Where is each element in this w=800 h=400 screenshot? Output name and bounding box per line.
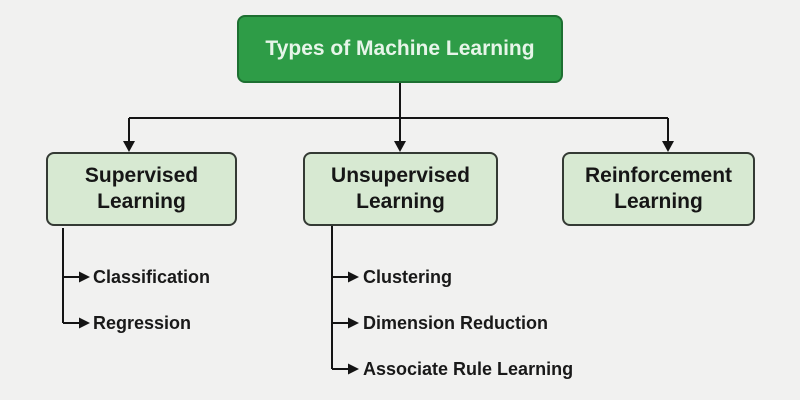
leaf-classification: Classification xyxy=(93,267,211,287)
arrowhead-right-associate-rule-learning xyxy=(348,363,359,375)
arrowhead-down-supervised xyxy=(123,141,135,152)
arrowhead-right-clustering xyxy=(348,271,359,283)
node-reinforcement-learning: Reinforcement Learning xyxy=(562,152,755,226)
node-reinforcement-learning-label: Reinforcement Learning xyxy=(584,164,733,213)
branch-arrowheads xyxy=(123,141,674,152)
unsupervised-subtree-lines xyxy=(331,226,348,370)
root-to-branches-rail xyxy=(128,83,669,144)
node-root: Types of Machine Learning xyxy=(237,15,563,83)
arrowhead-right-classification xyxy=(79,271,90,283)
arrowhead-right-regression xyxy=(79,317,90,329)
leaf-associate-rule-learning: Associate Rule Learning xyxy=(363,359,574,379)
node-supervised-learning: Supervised Learning xyxy=(46,152,237,226)
node-unsupervised-learning-label: Unsupervised Learning xyxy=(331,164,470,213)
node-unsupervised-learning: Unsupervised Learning xyxy=(303,152,498,226)
arrowhead-right-dimension-reduction xyxy=(348,317,359,329)
leaf-clustering: Clustering xyxy=(363,267,453,287)
supervised-subtree-lines xyxy=(62,228,79,324)
unsupervised-subtree-arrowheads xyxy=(348,271,359,375)
supervised-subtree-arrowheads xyxy=(79,271,90,329)
node-supervised-learning-label: Supervised Learning xyxy=(84,164,199,213)
arrowhead-down-reinforcement xyxy=(662,141,674,152)
leaf-regression: Regression xyxy=(93,313,192,333)
arrowhead-down-unsupervised xyxy=(394,141,406,152)
node-root-label: Types of Machine Learning xyxy=(265,37,535,60)
leaf-dimension-reduction: Dimension Reduction xyxy=(363,313,549,333)
